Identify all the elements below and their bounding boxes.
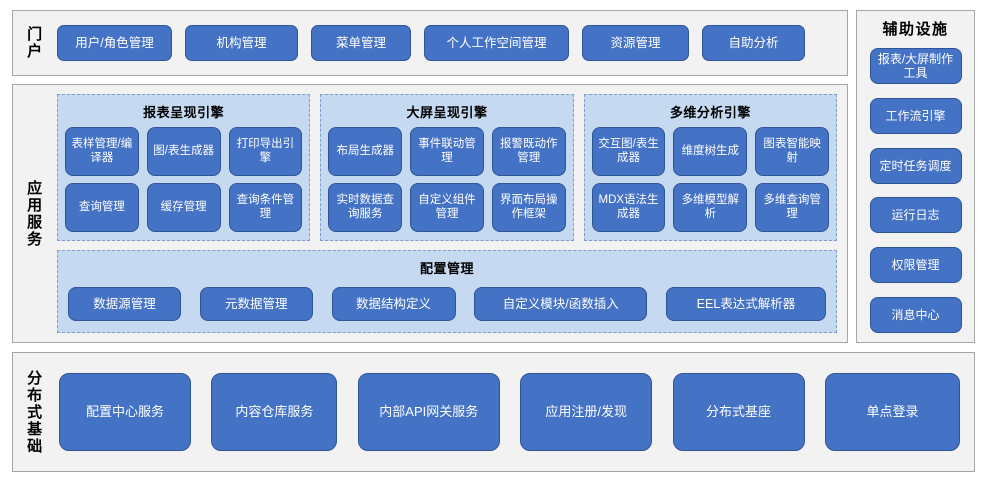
auxiliary-facilities-list: 报表/大屏制作工具 工作流引擎 定时任务调度 运行日志 权限管理 消息中心 xyxy=(857,48,974,335)
engine-panel-report-grid: 表样管理/编译器 图/表生成器 打印导出引擎 查询管理 缓存管理 查询条件管理 xyxy=(65,127,303,232)
engine-multidim-item-dimension-tree-generation[interactable]: 维度树生成 xyxy=(673,127,748,176)
distributed-foundation-row: 配置中心服务 内容仓库服务 内部API网关服务 应用注册/发现 分布式基座 单点… xyxy=(53,353,974,471)
portal-item-org-management[interactable]: 机构管理 xyxy=(185,25,298,61)
application-services-section: 应用服务 报表呈现引擎 表样管理/编译器 图/表生成器 打印导出引擎 查询管理 … xyxy=(12,84,848,343)
engine-multidim-item-multidim-model-parsing[interactable]: 多维模型解析 xyxy=(673,183,748,232)
portal-section-title: 门户 xyxy=(13,11,53,75)
portal-section-title-text: 门户 xyxy=(25,26,43,60)
distributed-item-internal-api-gateway-service[interactable]: 内部API网关服务 xyxy=(357,373,500,451)
portal-item-self-service-analysis[interactable]: 自助分析 xyxy=(702,25,805,61)
distributed-foundation-section: 分布式基础 配置中心服务 内容仓库服务 内部API网关服务 应用注册/发现 分布… xyxy=(12,352,975,472)
portal-section: 门户 用户/角色管理 机构管理 菜单管理 个人工作空间管理 资源管理 自助分析 xyxy=(12,10,848,76)
application-services-content: 报表呈现引擎 表样管理/编译器 图/表生成器 打印导出引擎 查询管理 缓存管理 … xyxy=(53,85,847,342)
engine-panel-multidimensional-title: 多维分析引擎 xyxy=(669,105,751,120)
engine-report-item-chart-table-generator[interactable]: 图/表生成器 xyxy=(146,127,221,176)
distributed-item-config-center-service[interactable]: 配置中心服务 xyxy=(59,373,191,451)
config-management-row: 数据源管理 元数据管理 数据结构定义 自定义模块/函数插入 EEL表达式解析器 xyxy=(68,284,826,324)
application-services-section-title: 应用服务 xyxy=(13,85,53,342)
engine-multidim-item-multidim-query-management[interactable]: 多维查询管理 xyxy=(755,183,829,232)
engine-panel-row: 报表呈现引擎 表样管理/编译器 图/表生成器 打印导出引擎 查询管理 缓存管理 … xyxy=(57,94,837,241)
aux-item-permission-management[interactable]: 权限管理 xyxy=(869,247,962,284)
distributed-item-single-sign-on[interactable]: 单点登录 xyxy=(824,373,960,451)
portal-item-personal-workspace-management[interactable]: 个人工作空间管理 xyxy=(424,25,569,61)
engine-report-item-cache-management[interactable]: 缓存管理 xyxy=(146,183,221,232)
portal-item-resource-management[interactable]: 资源管理 xyxy=(582,25,689,61)
portal-item-user-role-management[interactable]: 用户/角色管理 xyxy=(57,25,172,61)
engine-report-item-template-manager[interactable]: 表样管理/编译器 xyxy=(65,127,139,176)
engine-large-screen-item-layout-generator[interactable]: 布局生成器 xyxy=(328,127,403,176)
portal-button-row: 用户/角色管理 机构管理 菜单管理 个人工作空间管理 资源管理 自助分析 xyxy=(53,11,847,75)
engine-multidim-item-mdx-syntax-generator[interactable]: MDX语法生成器 xyxy=(591,183,666,232)
engine-panel-large-screen: 大屏呈现引擎 布局生成器 事件联动管理 报警既动作管理 实时数据查询服务 自定义… xyxy=(320,94,574,241)
application-services-section-title-text: 应用服务 xyxy=(25,179,43,248)
engine-report-item-print-export-engine[interactable]: 打印导出引擎 xyxy=(228,127,303,176)
distributed-item-content-repository-service[interactable]: 内容仓库服务 xyxy=(211,373,338,451)
aux-item-runtime-log[interactable]: 运行日志 xyxy=(869,197,962,234)
engine-large-screen-item-realtime-data-query-service[interactable]: 实时数据查询服务 xyxy=(328,183,403,232)
aux-item-report-dashboard-authoring-tool[interactable]: 报表/大屏制作工具 xyxy=(869,48,962,84)
aux-item-message-center[interactable]: 消息中心 xyxy=(869,296,962,333)
auxiliary-facilities-section: 辅助设施 报表/大屏制作工具 工作流引擎 定时任务调度 运行日志 权限管理 消息… xyxy=(856,10,975,343)
engine-panel-large-screen-title: 大屏呈现引擎 xyxy=(406,105,488,120)
engine-panel-multidimensional-grid: 交互图/表生成器 维度树生成 图表智能映射 MDX语法生成器 多维模型解析 多维… xyxy=(591,127,829,232)
distributed-foundation-title: 分布式基础 xyxy=(13,353,53,471)
config-item-custom-module-function-insert[interactable]: 自定义模块/函数插入 xyxy=(474,287,648,321)
engine-large-screen-item-alarm-action-management[interactable]: 报警既动作管理 xyxy=(491,127,566,176)
engine-large-screen-item-ui-layout-framework[interactable]: 界面布局操作框架 xyxy=(491,183,566,232)
engine-panel-report: 报表呈现引擎 表样管理/编译器 图/表生成器 打印导出引擎 查询管理 缓存管理 … xyxy=(57,94,311,241)
aux-item-scheduled-task-scheduler[interactable]: 定时任务调度 xyxy=(869,147,962,184)
config-management-panel: 配置管理 数据源管理 元数据管理 数据结构定义 自定义模块/函数插入 EEL表达… xyxy=(57,250,837,333)
engine-multidim-item-chart-smart-mapping[interactable]: 图表智能映射 xyxy=(755,127,829,176)
engine-report-item-query-condition-management[interactable]: 查询条件管理 xyxy=(228,183,303,232)
config-item-eel-expression-parser[interactable]: EEL表达式解析器 xyxy=(666,287,826,321)
auxiliary-facilities-title: 辅助设施 xyxy=(882,21,949,38)
portal-item-menu-management[interactable]: 菜单管理 xyxy=(311,25,411,61)
engine-panel-multidimensional: 多维分析引擎 交互图/表生成器 维度树生成 图表智能映射 MDX语法生成器 多维… xyxy=(583,94,837,241)
config-item-datasource-management[interactable]: 数据源管理 xyxy=(68,287,181,321)
config-item-data-structure-definition[interactable]: 数据结构定义 xyxy=(331,287,456,321)
engine-report-item-query-management[interactable]: 查询管理 xyxy=(65,183,139,232)
distributed-item-app-registration-discovery[interactable]: 应用注册/发现 xyxy=(520,373,653,451)
engine-large-screen-item-custom-component-management[interactable]: 自定义组件管理 xyxy=(410,183,484,232)
config-item-metadata-management[interactable]: 元数据管理 xyxy=(199,287,313,321)
config-management-title: 配置管理 xyxy=(419,261,474,276)
engine-multidim-item-interactive-chart-generator[interactable]: 交互图/表生成器 xyxy=(591,127,666,176)
distributed-item-distributed-base[interactable]: 分布式基座 xyxy=(672,373,805,451)
aux-item-workflow-engine[interactable]: 工作流引擎 xyxy=(869,97,962,134)
engine-panel-large-screen-grid: 布局生成器 事件联动管理 报警既动作管理 实时数据查询服务 自定义组件管理 界面… xyxy=(328,127,566,232)
engine-panel-report-title: 报表呈现引擎 xyxy=(143,105,225,120)
distributed-foundation-title-text: 分布式基础 xyxy=(25,369,43,455)
engine-large-screen-item-event-linkage-management[interactable]: 事件联动管理 xyxy=(410,127,484,176)
